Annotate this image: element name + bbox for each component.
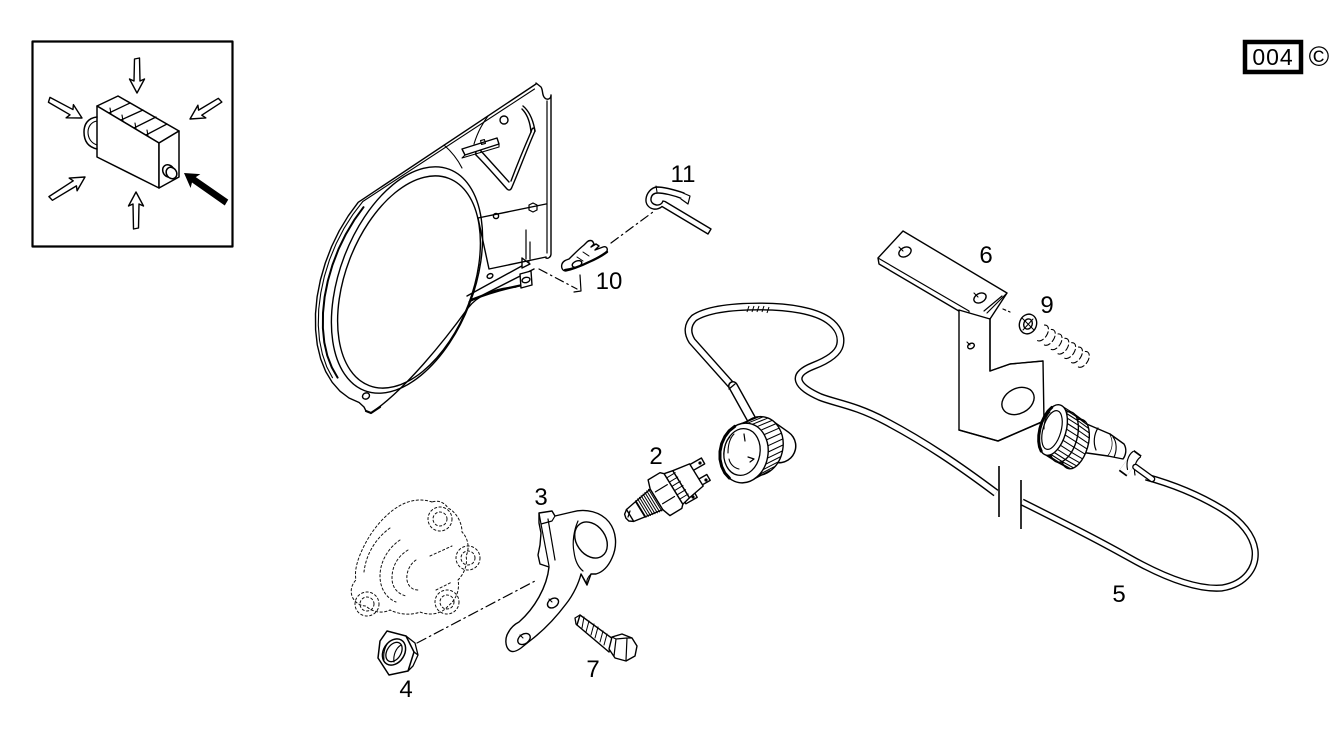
svg-text:10: 10 <box>596 268 623 295</box>
svg-text:3: 3 <box>534 484 547 511</box>
svg-text:7: 7 <box>586 656 599 683</box>
svg-text:6: 6 <box>979 242 992 269</box>
svg-text:4: 4 <box>399 676 412 703</box>
svg-text:2: 2 <box>649 443 662 470</box>
svg-text:9: 9 <box>1040 292 1053 319</box>
svg-text:5: 5 <box>1112 581 1125 608</box>
svg-text:©: © <box>1309 41 1330 72</box>
svg-text:004: 004 <box>1252 44 1293 70</box>
svg-text:11: 11 <box>671 161 696 188</box>
